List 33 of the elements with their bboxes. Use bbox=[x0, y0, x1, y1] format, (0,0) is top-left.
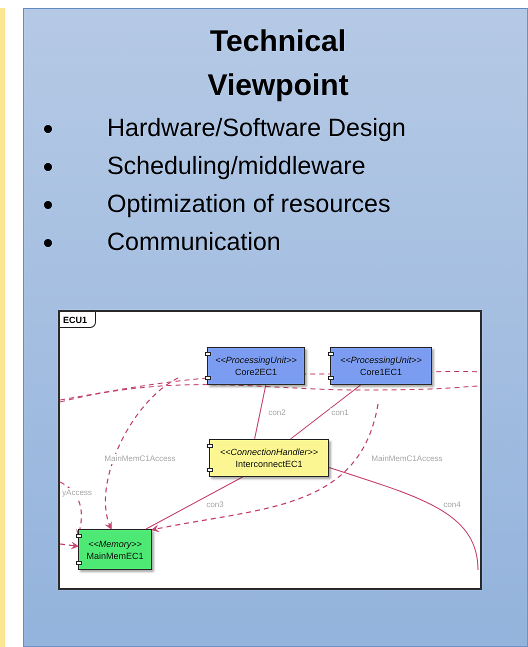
component-name: InterconnectEC1 bbox=[235, 458, 303, 470]
edge-label: MainMemC1Access bbox=[103, 454, 177, 464]
edge-label: con4 bbox=[442, 500, 462, 510]
frame-label: ECU1 bbox=[63, 314, 88, 326]
bullet-text: Scheduling/middleware bbox=[107, 151, 366, 182]
dashed-arrow bbox=[151, 404, 379, 532]
component-name: Core1EC1 bbox=[360, 366, 402, 378]
ecu-frame bbox=[58, 310, 482, 590]
connector-line bbox=[290, 384, 362, 440]
bullet-text: Optimization of resources bbox=[107, 189, 390, 220]
stereotype-text: <<ConnectionHandler>> bbox=[220, 446, 318, 458]
stereotype-text: <<ProcessingUnit>> bbox=[340, 354, 422, 366]
bullet-text: Communication bbox=[107, 227, 281, 258]
component-name: Core2EC1 bbox=[234, 366, 278, 378]
component-box bbox=[78, 529, 152, 570]
edge-label: con1 bbox=[330, 408, 350, 418]
connector-line bbox=[146, 476, 244, 530]
stereotype-text: <<ProcessingUnit>> bbox=[215, 354, 297, 366]
component-name: MainMemEC1 bbox=[86, 550, 144, 562]
edge-label: yAccess bbox=[61, 488, 93, 498]
connector-line bbox=[254, 384, 266, 440]
edge-label: con3 bbox=[205, 500, 225, 510]
component-box bbox=[207, 347, 305, 385]
edge-label: con2 bbox=[267, 408, 287, 418]
stereotype-text: <<Memory>> bbox=[88, 538, 142, 550]
title: Technical Viewpoint bbox=[206, 24, 350, 104]
edge-label: MainMemC1Access bbox=[370, 454, 444, 464]
bullet-text: Hardware/Software Design bbox=[107, 113, 406, 144]
component-box bbox=[209, 439, 329, 477]
connector-line bbox=[328, 467, 478, 570]
component-box bbox=[330, 347, 432, 385]
dashed-arrow bbox=[104, 377, 178, 530]
dashed-arrow bbox=[60, 541, 79, 550]
